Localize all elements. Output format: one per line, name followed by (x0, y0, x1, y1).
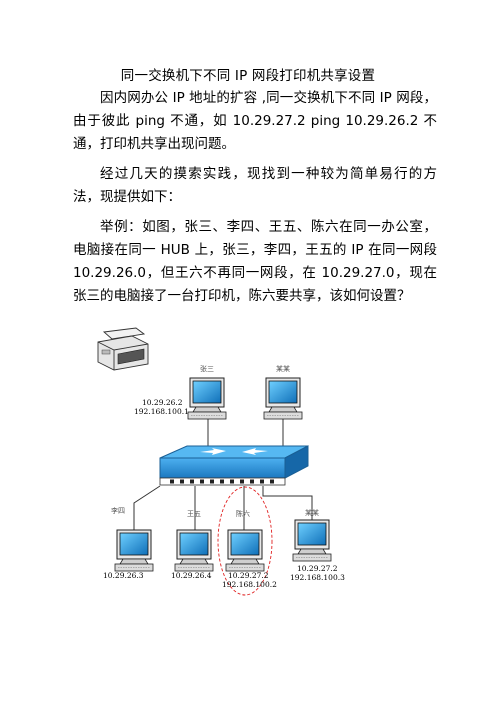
computer-icon (225, 529, 265, 572)
pc-zhangsan: 张三 10.29.26.2 192.168.100.1 (134, 364, 227, 420)
page-title: 同一交换机下不同 IP 网段打印机共享设置 (120, 68, 376, 84)
pc-ip-primary: 10.29.27.2 (297, 564, 338, 573)
pc-ip-primary: 10.29.26.2 (142, 398, 183, 407)
computer-icon (263, 377, 303, 420)
pc-ip-secondary: 192.168.100.2 (222, 580, 277, 589)
pc-ip-primary: 10.29.26.4 (171, 571, 212, 580)
pc-lisi: 李四 10.29.26.3 (103, 506, 154, 580)
pc-ip-primary: 10.29.26.3 (103, 571, 144, 580)
hub-switch (159, 445, 309, 486)
pc-ip-secondary: 192.168.100.1 (134, 407, 189, 416)
pc-name: 李四 (111, 506, 125, 515)
pc-name: 张三 (200, 364, 214, 373)
pc-name: 某某 (276, 365, 290, 373)
paragraph-method: 经过几天的摸索实践，现找到一种较为简单易行的方法，现提供如下： (73, 166, 437, 205)
highlight-circle (217, 486, 273, 596)
pc-name: 陈六 (236, 509, 250, 518)
pc-name: 王五 (187, 510, 201, 518)
computer-icon (114, 529, 154, 572)
pc-name: 某某 (305, 509, 319, 517)
computer-icon (187, 377, 227, 420)
paragraph-example: 举例：如图，张三、李四、王五、陈六在同一办公室，电脑接在同一 HUB 上，张三，… (73, 219, 437, 304)
paragraph-intro: 因内网办公 IP 地址的扩容 ,同一交换机下不同 IP 网段，由于彼此 ping… (73, 90, 437, 152)
pc-ip-primary: 10.29.27.2 (228, 571, 269, 580)
pc-wangwu: 王五 10.29.26.4 (171, 510, 214, 580)
pc-ip-secondary: 192.168.100.3 (290, 573, 345, 582)
printer-icon (97, 327, 149, 371)
pc-chenliu: 陈六 10.29.27.2 192.168.100.2 (217, 486, 277, 596)
pc-moumou-top: 某某 (263, 365, 303, 420)
computer-icon (292, 519, 332, 562)
pc-moumou-bottom: 某某 10.29.27.2 192.168.100.3 (290, 509, 345, 582)
computer-icon (174, 529, 214, 572)
